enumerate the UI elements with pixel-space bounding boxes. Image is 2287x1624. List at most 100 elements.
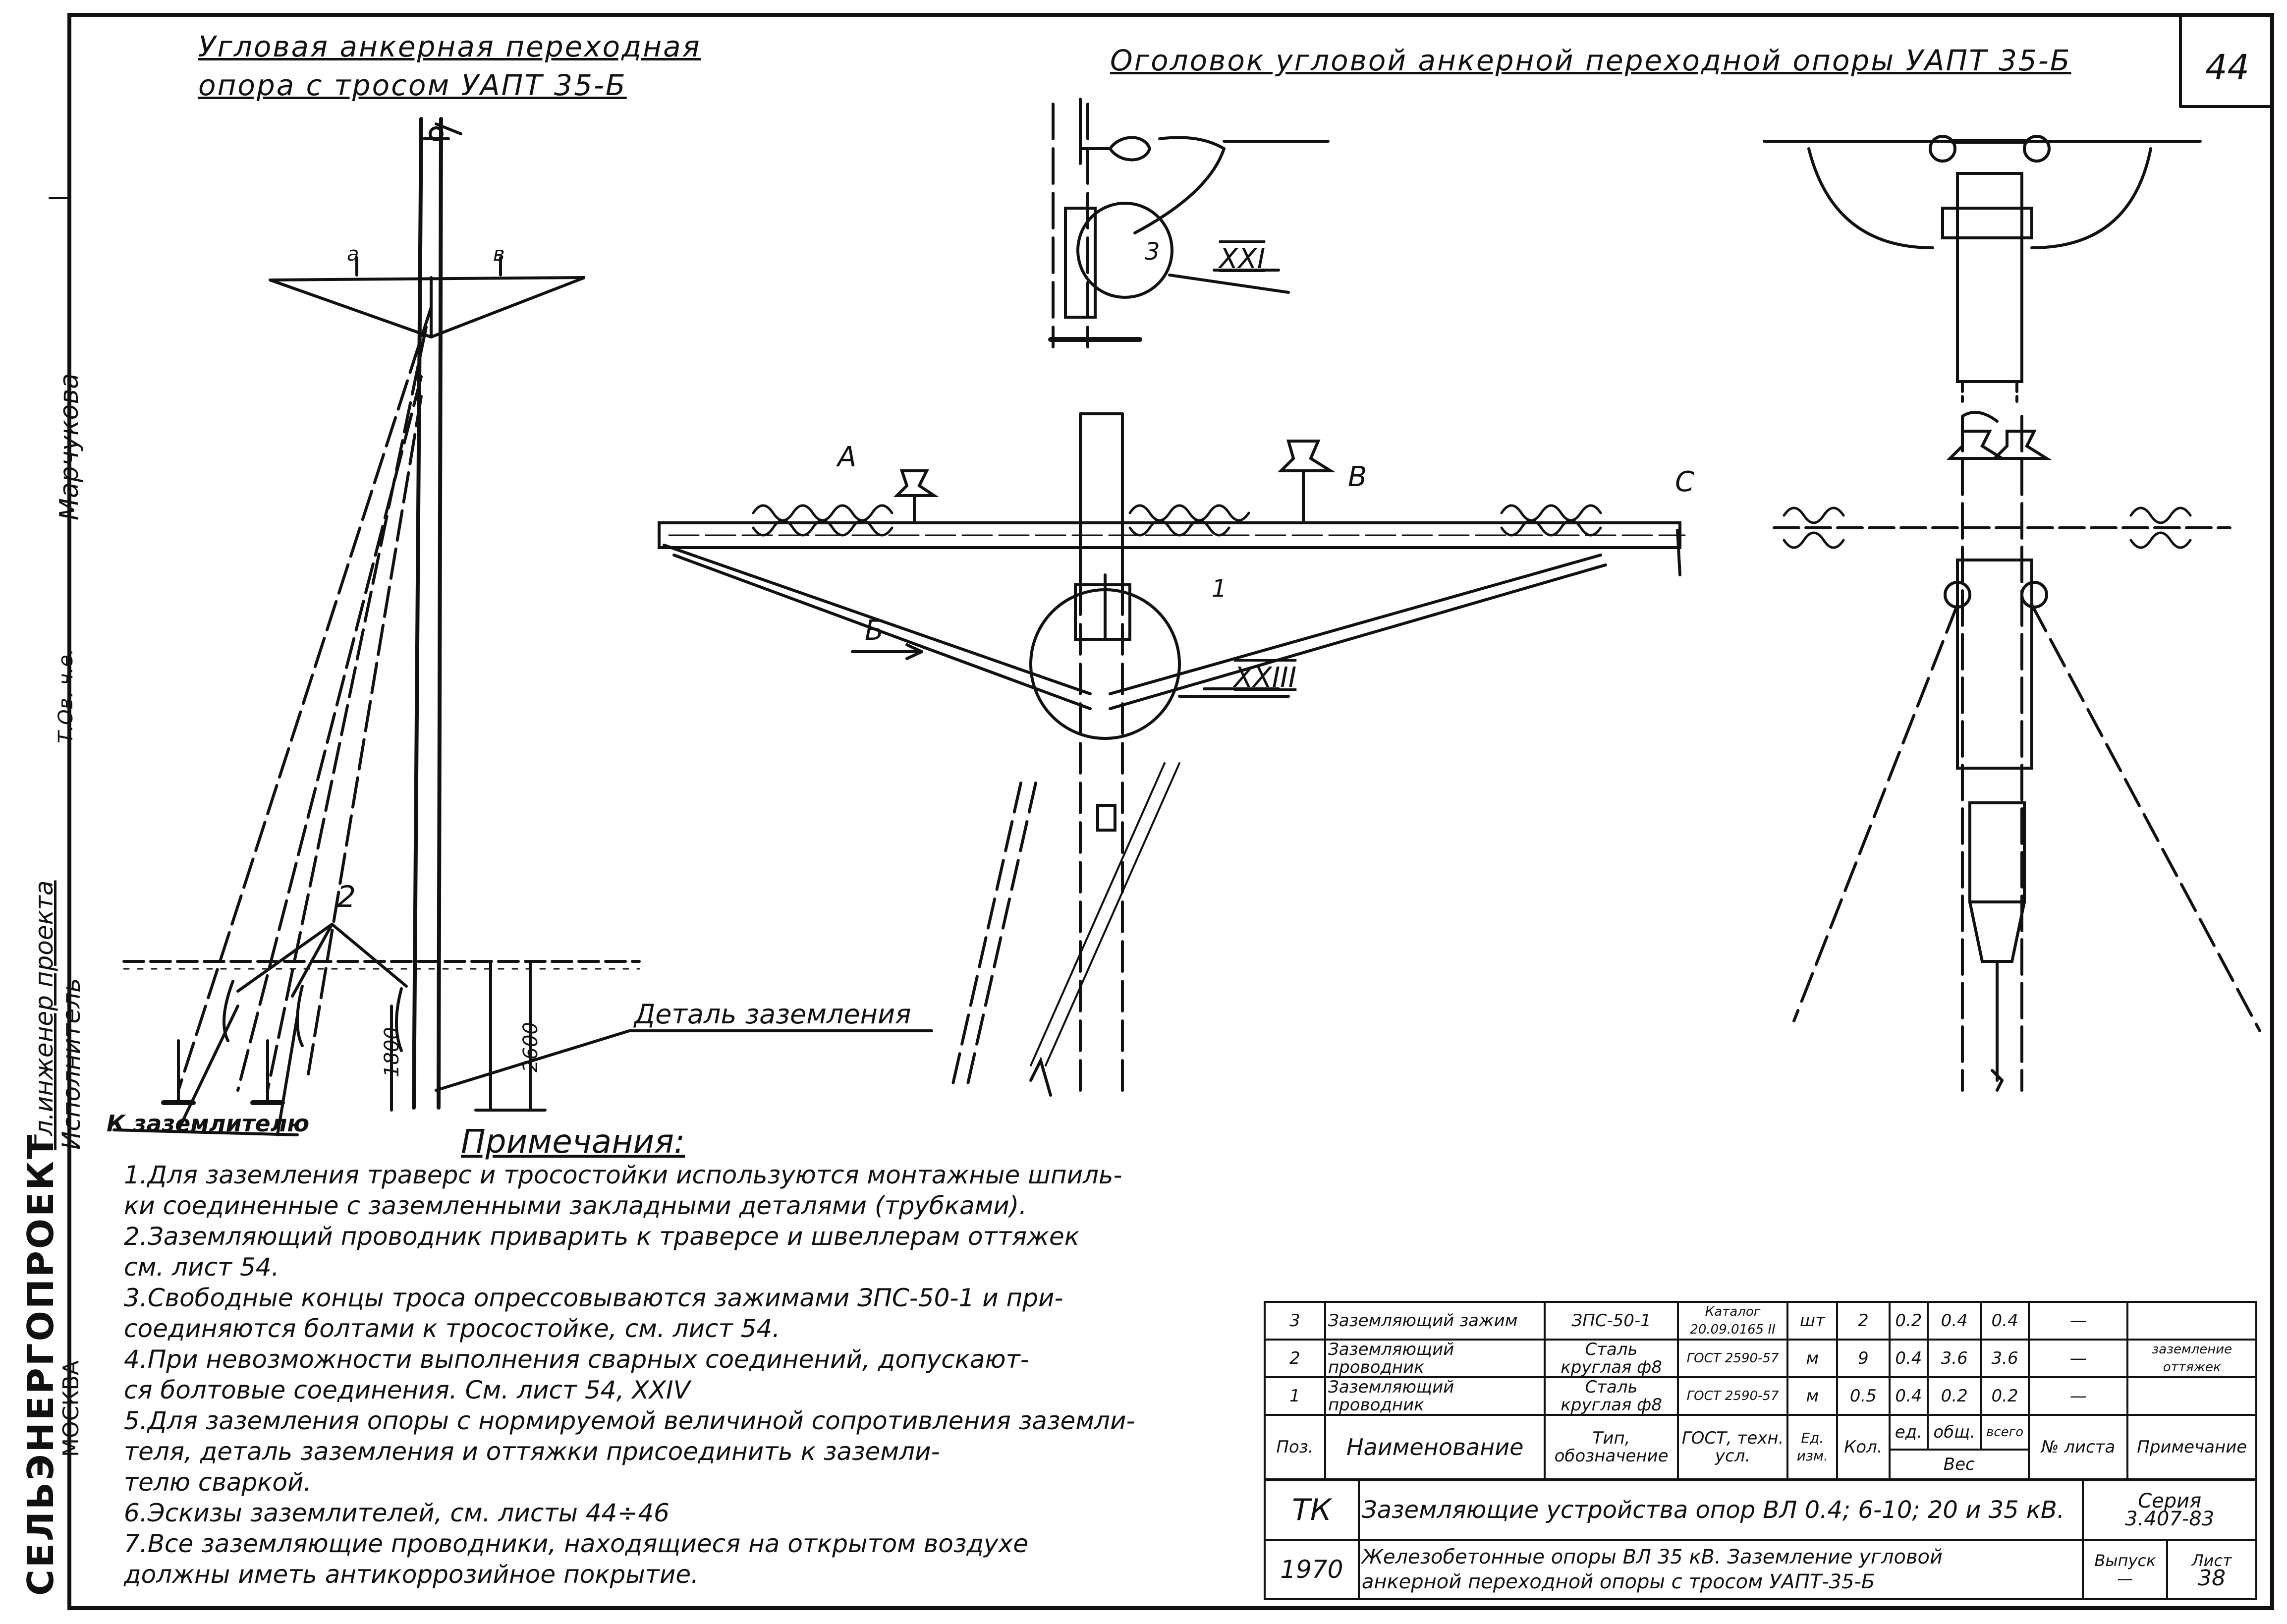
cell-unit: м — [1786, 1376, 1839, 1416]
stamp-series-cell: Серия 3.407-83 — [2082, 1479, 2257, 1541]
label-3: 3 — [1145, 238, 1160, 266]
header-note: Примечание — [2126, 1414, 2257, 1480]
dim-1800: 1800 — [380, 1027, 403, 1077]
table-header-row: Поз. Наименование Тип, обозначение ГОСТ,… — [1264, 1414, 2257, 1480]
ref-xxi: XXI — [1219, 243, 1266, 275]
cell-note — [2126, 1301, 2257, 1341]
side-role1: Гл.инженер проекта — [30, 880, 58, 1150]
table-row: 3 Заземляющий зажим ЗПС-50-1 Каталог 20.… — [1264, 1301, 2257, 1341]
middle-top-figure — [1048, 98, 1330, 348]
table-header-row: Вес — [1265, 1449, 2256, 1480]
cell-w-all: 0.2 — [1980, 1376, 2030, 1416]
label-A: А — [837, 441, 857, 473]
header-type: Тип, обозначение — [1544, 1414, 1679, 1480]
stamp-sheet-cell: Лист 38 — [2166, 1539, 2257, 1600]
side-name2: Т.Ов. ч.е. — [55, 648, 77, 743]
right-top-figure — [1763, 135, 2202, 403]
cell-qty: 0.5 — [1836, 1376, 1891, 1416]
cell-w-unit: 0.2 — [1888, 1301, 1929, 1341]
cell-sheet: — — [2027, 1301, 2129, 1341]
left-title-line1: Угловая анкерная переходная — [198, 30, 701, 63]
cell-pos: 2 — [1264, 1339, 1326, 1378]
side-city: МОСКВА — [58, 1360, 84, 1457]
cell-note: заземление оттяжек — [2126, 1339, 2257, 1378]
stamp-title3: анкерной переходной опоры с тросом УАПТ-… — [1361, 1570, 1875, 1593]
cell-gost: Каталог 20.09.0165 II — [1676, 1301, 1789, 1341]
label-a: а — [347, 243, 359, 266]
header-w-total: общ. — [1927, 1414, 1982, 1451]
label-B: В — [1348, 461, 1367, 493]
label-b-arrow: Б — [865, 615, 884, 647]
stamp-sheet: 38 — [2198, 1566, 2226, 1591]
title-stamp: ТК Заземляющие устройства опор ВЛ 0.4; 6… — [1264, 1479, 2257, 1600]
side-role2: Исполнитель — [57, 978, 86, 1150]
note-line: должны иметь антикоррозийное покрытие. — [124, 1560, 699, 1589]
note-line: 4.При невозможности выполнения сварных с… — [124, 1345, 1029, 1374]
cell-note — [2126, 1376, 2257, 1416]
cell-name: Заземляющий проводник — [1324, 1339, 1546, 1378]
label-2: 2 — [337, 880, 356, 914]
cell-w-all: 0.4 — [1980, 1301, 2030, 1341]
stamp-issue-label: Выпуск — [2094, 1551, 2156, 1570]
cell-pos: 3 — [1264, 1301, 1326, 1341]
cell-gost: ГОСТ 2590-57 — [1676, 1376, 1789, 1416]
cell-w-unit: 0.4 — [1888, 1339, 1929, 1378]
cell-w-total: 3.6 — [1927, 1339, 1982, 1378]
stamp-issue-cell: Выпуск — — [2082, 1539, 2169, 1600]
left-pole-figure — [112, 117, 933, 1136]
cell-type: ЗПС-50-1 — [1544, 1301, 1679, 1341]
stamp-series-label: Серия — [2138, 1490, 2202, 1512]
header-gost: ГОСТ, техн. усл. — [1676, 1414, 1789, 1480]
header-qty: Кол. — [1836, 1414, 1891, 1480]
note-line: 7.Все заземляющие проводники, находящиес… — [124, 1529, 1028, 1558]
ref-xxiii: XXIII — [1234, 662, 1297, 694]
note-line: 6.Эскизы заземлителей, см. листы 44÷46 — [124, 1499, 669, 1527]
spec-table: 3 Заземляющий зажим ЗПС-50-1 Каталог 20.… — [1264, 1301, 2257, 1480]
note-line: соединяются болтами к тросостойке, см. л… — [124, 1314, 781, 1343]
label-1: 1 — [1212, 575, 1227, 603]
note-line: 1.Для заземления траверс и тросостойки и… — [124, 1161, 1122, 1189]
detail-grounding-label: Деталь заземления — [634, 999, 911, 1030]
middle-pole-figure — [658, 412, 1686, 1097]
cell-w-total: 0.4 — [1927, 1301, 1982, 1341]
stamp-title1: Заземляющие устройства опор ВЛ 0.4; 6-10… — [1357, 1479, 2084, 1541]
cell-qty: 9 — [1836, 1339, 1891, 1378]
dim-2600: 2600 — [519, 1022, 542, 1072]
header-name: Наименование — [1324, 1414, 1546, 1480]
header-weight: Вес — [1888, 1449, 2030, 1480]
to-grounder-label: К заземлителю — [107, 1110, 310, 1137]
cell-gost: ГОСТ 2590-57 — [1676, 1339, 1789, 1378]
cell-type: Сталь круглая ф8 — [1544, 1376, 1679, 1416]
cell-name: Заземляющий проводник — [1324, 1376, 1546, 1416]
notes-heading: Примечания: — [461, 1122, 685, 1161]
cell-type: Сталь круглая ф8 — [1544, 1339, 1679, 1378]
table-row: 2 Заземляющий проводник Сталь круглая ф8… — [1264, 1339, 2257, 1378]
left-title-line2: опора с тросом УАПТ 35-Б — [198, 68, 627, 102]
side-org: СЕЛЬЭНЕРГОПРОЕКТ — [20, 1132, 61, 1596]
stamp-year: 1970 — [1264, 1539, 1360, 1600]
cell-name: Заземляющий зажим — [1324, 1301, 1546, 1341]
note-line: ся болтовые соединения. См. лист 54, XXI… — [124, 1376, 690, 1404]
stamp-title2: Железобетонные опоры ВЛ 35 кВ. Заземлени… — [1361, 1546, 1943, 1568]
header-pos: Поз. — [1264, 1414, 1326, 1480]
header-w-unit: ед. — [1888, 1414, 1929, 1451]
note-line: 2.Заземляющий проводник приварить к трав… — [124, 1222, 1079, 1251]
label-b: в — [493, 243, 505, 266]
note-line: 3.Свободные концы троса опрессовываются … — [124, 1284, 1063, 1312]
cell-unit: шт — [1786, 1301, 1839, 1341]
notes-block: 1.Для заземления траверс и тросостойки и… — [124, 1160, 1135, 1590]
cell-w-unit: 0.4 — [1888, 1376, 1929, 1416]
cell-unit: м — [1786, 1339, 1839, 1378]
right-title: Оголовок угловой анкерной переходной опо… — [1110, 44, 2071, 77]
note-line: см. лист 54. — [124, 1253, 279, 1282]
table-row: 1 Заземляющий проводник Сталь круглая ф8… — [1264, 1376, 2257, 1416]
stamp-title-cell: Железобетонные опоры ВЛ 35 кВ. Заземлени… — [1357, 1539, 2084, 1600]
header-w-all: всего — [1980, 1414, 2030, 1451]
header-sheet: № листа — [2027, 1414, 2129, 1480]
note-line: теля, деталь заземления и оттяжки присое… — [124, 1437, 940, 1466]
right-pole-figure — [1773, 411, 2261, 1092]
sheet-number: 44 — [2205, 47, 2250, 88]
note-line: ки соединенные с заземленными закладными… — [124, 1191, 1027, 1220]
stamp-series: 3.407-83 — [2125, 1508, 2215, 1530]
